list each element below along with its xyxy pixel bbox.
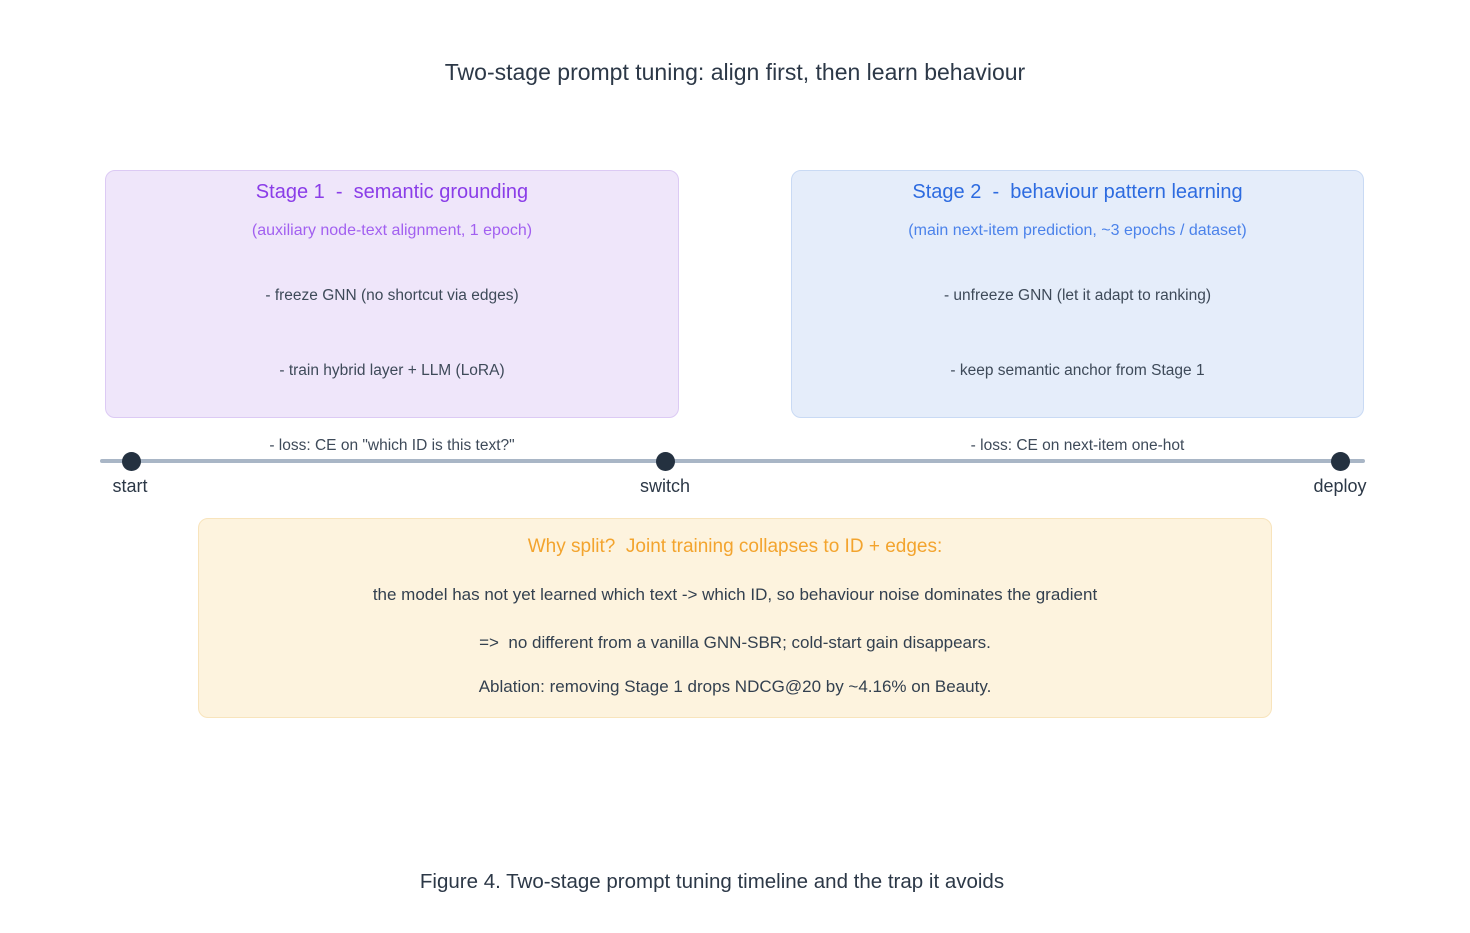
stage2-bullets: - unfreeze GNN (let it adapt to ranking)… — [792, 233, 1363, 508]
stage1-title: Stage 1 - semantic grounding — [255, 181, 529, 203]
timeline-label-start: start — [112, 476, 148, 496]
figure-title: Two-stage prompt tuning: align first, th… — [444, 59, 1026, 85]
stage2-bullet: - unfreeze GNN (let it adapt to ranking) — [943, 287, 1212, 304]
stage2-bullet: - loss: CE on next-item one-hot — [970, 437, 1185, 454]
timeline-dot-start — [122, 452, 141, 471]
timeline-line — [100, 459, 1365, 463]
stage1-subtitle: (auxiliary node-text alignment, 1 epoch) — [251, 222, 533, 239]
stage1-bullet: - freeze GNN (no shortcut via edges) — [265, 287, 519, 304]
why-split-line: Ablation: removing Stage 1 drops NDCG@20… — [478, 677, 992, 696]
stage1-bullet: - train hybrid layer + LLM (LoRA) — [279, 362, 505, 379]
stage2-subtitle: (main next-item prediction, ~3 epochs / … — [908, 222, 1247, 239]
timeline-dot-switch — [656, 452, 675, 471]
timeline-dot-deploy — [1331, 452, 1350, 471]
why-split-heading: Why split? Joint training collapses to I… — [527, 536, 943, 557]
stage1-box: Stage 1 - semantic grounding (auxiliary … — [105, 170, 679, 454]
stage2-box: Stage 2 - behaviour pattern learning (ma… — [791, 170, 1364, 454]
stage1-bullets: - freeze GNN (no shortcut via edges) - t… — [106, 233, 678, 508]
why-split-line: => no different from a vanilla GNN-SBR; … — [479, 633, 991, 652]
figure-caption: Figure 4. Two-stage prompt tuning timeli… — [419, 870, 1005, 893]
why-split-box: Why split? Joint training collapses to I… — [198, 518, 1272, 718]
stage1-bullet: - loss: CE on "which ID is this text?" — [269, 437, 515, 454]
why-split-line: the model has not yet learned which text… — [372, 585, 1098, 604]
stage2-title: Stage 2 - behaviour pattern learning — [912, 181, 1243, 203]
stage2-bullet: - keep semantic anchor from Stage 1 — [950, 362, 1205, 379]
timeline-label-deploy: deploy — [1313, 476, 1367, 496]
timeline-label-switch: switch — [639, 476, 691, 496]
